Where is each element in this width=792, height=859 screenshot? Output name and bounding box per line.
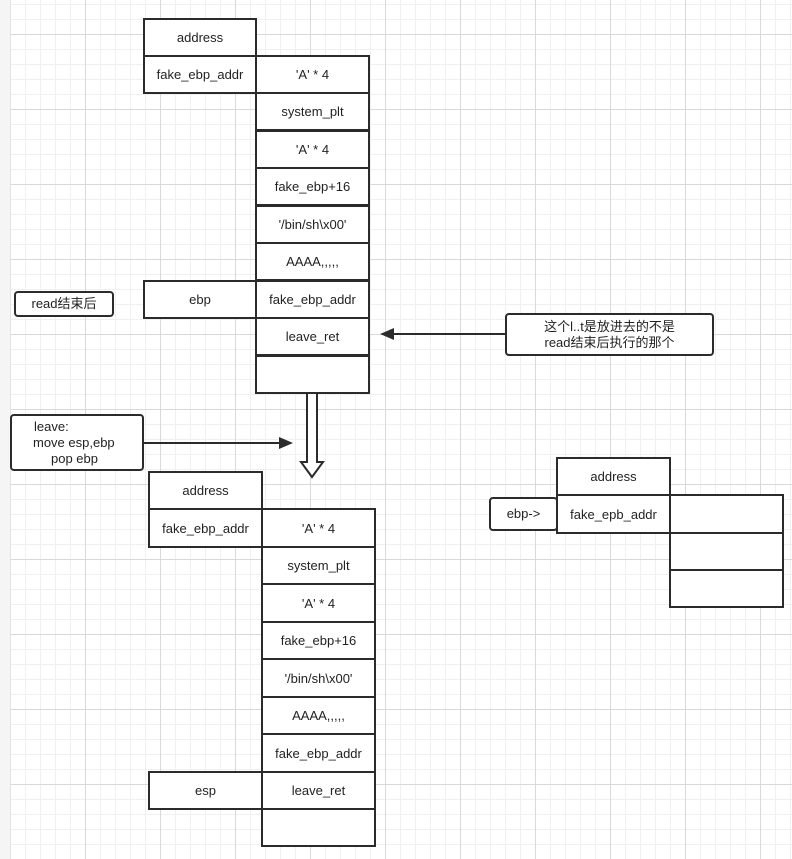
bottom-stack-cell[interactable]: AAAA,,,,, xyxy=(261,696,376,735)
top-label-ebp[interactable]: ebp xyxy=(143,280,257,319)
cell-text: 'A' * 4 xyxy=(295,142,330,157)
leave-line-2: pop ebp xyxy=(51,450,98,466)
cell-text: fake_ebp_addr xyxy=(269,292,356,307)
cell-text: system_plt xyxy=(281,104,344,119)
cell-text: 'A' * 4 xyxy=(295,67,330,82)
cell-text: '/bin/sh\x00' xyxy=(284,670,353,686)
comment-arrow xyxy=(380,328,505,340)
top-stack-cell[interactable]: '/bin/sh\x00' xyxy=(255,205,370,244)
comment-note[interactable]: 这个l..t是放进去的不是 read结束后执行的那个 xyxy=(505,313,714,356)
block-down-arrow xyxy=(299,392,325,479)
bottom-label-fake-ebp-addr[interactable]: fake_ebp_addr xyxy=(148,508,263,548)
bottom-stack-cell[interactable]: fake_ebp_addr xyxy=(261,733,376,773)
bottom-stack-cell[interactable] xyxy=(261,808,376,847)
cell-text: esp xyxy=(195,783,216,798)
cell-text: AAAA,,,,, xyxy=(286,254,339,269)
top-stack-cell[interactable]: AAAA,,,,, xyxy=(255,242,370,281)
cell-text: ebp xyxy=(189,292,211,307)
cell-text: 'A' * 4 xyxy=(301,520,336,536)
leave-note[interactable]: leave: move esp,ebp pop ebp xyxy=(10,414,144,471)
cell-text: fake_epb_addr xyxy=(570,506,657,522)
cell-text: fake_ebp_addr xyxy=(275,745,362,761)
bottom-stack-cell[interactable]: '/bin/sh\x00' xyxy=(261,658,376,698)
cell-text: '/bin/sh\x00' xyxy=(278,217,347,232)
cell-text: fake_ebp_addr xyxy=(162,520,249,536)
leave-arrow xyxy=(144,437,293,449)
ebp-pointer-note[interactable]: ebp-> xyxy=(489,497,558,531)
right-stack-cell[interactable] xyxy=(669,494,784,534)
cell-text: address xyxy=(176,30,224,45)
top-stack-cell[interactable] xyxy=(255,355,370,394)
top-stack-cell[interactable]: leave_ret xyxy=(255,317,370,356)
bottom-label-esp[interactable]: esp xyxy=(148,771,263,810)
comment-line-1: 这个l..t是放进去的不是 xyxy=(544,318,675,334)
bottom-stack-cell[interactable]: system_plt xyxy=(261,546,376,585)
right-label-fake-epb-addr[interactable]: fake_epb_addr xyxy=(556,494,671,534)
top-stack-cell[interactable]: system_plt xyxy=(255,92,370,131)
leave-line-1: move esp,ebp xyxy=(33,434,115,450)
cell-text: system_plt xyxy=(287,558,350,573)
cell-text: fake_ebp_addr xyxy=(156,67,244,82)
leave-title: leave: xyxy=(34,418,69,434)
bottom-label-address[interactable]: address xyxy=(148,471,263,510)
read-done-note[interactable]: read结束后 xyxy=(14,291,114,317)
cell-text: AAAA,,,,, xyxy=(292,708,345,723)
cell-text: address xyxy=(590,469,637,484)
top-stack-cell[interactable]: fake_ebp_addr xyxy=(255,280,370,319)
top-stack-cell[interactable]: 'A' * 4 xyxy=(255,130,370,169)
cell-text: fake_ebp+16 xyxy=(274,179,351,194)
cell-text: address xyxy=(182,483,229,498)
right-stack-cell[interactable] xyxy=(669,569,784,608)
comment-line-2: read结束后执行的那个 xyxy=(544,334,675,350)
bottom-stack-cell[interactable]: 'A' * 4 xyxy=(261,583,376,623)
cell-text: fake_ebp+16 xyxy=(280,633,357,648)
top-stack-cell[interactable]: fake_ebp+16 xyxy=(255,167,370,206)
cell-text: leave_ret xyxy=(285,329,340,344)
note-text: read结束后 xyxy=(31,296,97,311)
cell-text: leave_ret xyxy=(291,783,346,798)
note-text: ebp-> xyxy=(506,506,541,521)
top-stack-cell[interactable]: 'A' * 4 xyxy=(255,55,370,94)
cell-text: 'A' * 4 xyxy=(301,595,336,611)
